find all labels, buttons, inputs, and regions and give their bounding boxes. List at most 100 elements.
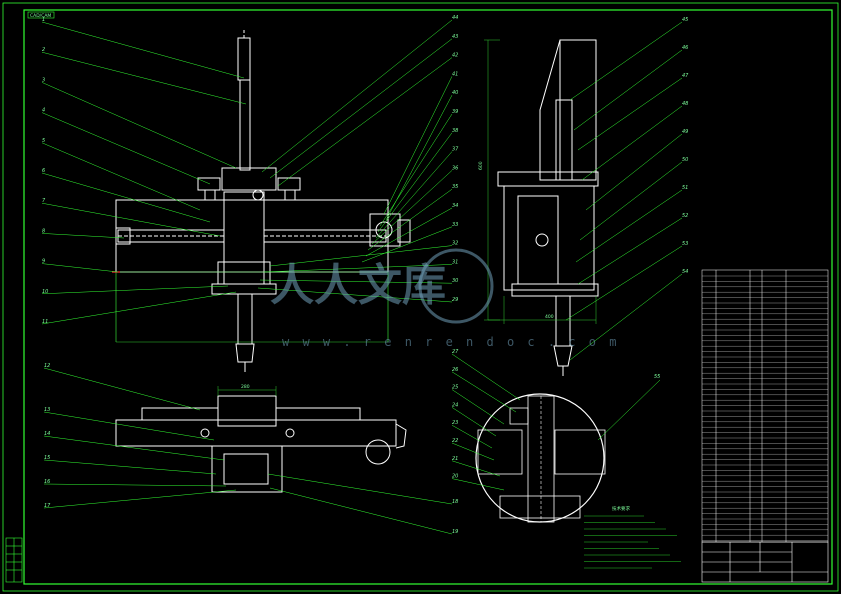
- leader-line: [379, 113, 453, 227]
- leader-line: [367, 188, 453, 251]
- callout-number: 16: [44, 479, 50, 485]
- leader-line: [573, 49, 683, 131]
- front-view-dims: [115, 271, 389, 343]
- leader-line: [41, 172, 211, 223]
- leader-line: [43, 459, 217, 475]
- leader-line: [451, 371, 517, 413]
- callout-number: 49: [682, 129, 688, 135]
- callout-number: 30: [452, 278, 458, 284]
- technical-notes: 技术要求: [584, 505, 681, 569]
- leader-line: [365, 207, 453, 257]
- watermark-brand: 人人文库: [270, 260, 446, 311]
- leader-line: [597, 379, 661, 441]
- leader-line: [577, 217, 683, 285]
- callout-number: 46: [682, 45, 688, 51]
- callout-number: 19: [452, 529, 458, 535]
- leader-line: [451, 442, 495, 461]
- callout-number: 44: [452, 15, 458, 21]
- callout-number: 39: [452, 109, 458, 115]
- svg-text:CAD/CAM: CAD/CAM: [30, 13, 51, 19]
- watermark: 人人文库 w w w . r e n r e n d o c . c o m: [270, 248, 619, 349]
- leader-line: [263, 264, 453, 273]
- callout-number: 6: [42, 168, 45, 174]
- leader-line: [41, 285, 229, 295]
- leader-line: [261, 19, 453, 173]
- callout-number: 2: [42, 47, 45, 53]
- leader-line: [361, 226, 453, 263]
- callout-number: 45: [682, 17, 688, 23]
- parts-list-rows: [702, 275, 828, 541]
- callout-number: 37: [452, 147, 459, 153]
- leader-line: [41, 51, 247, 105]
- leader-line: [41, 82, 237, 169]
- watermark-url: w w w . r e n r e n d o c . c o m: [282, 335, 619, 349]
- callout-number: 31: [452, 259, 458, 265]
- leader-line: [451, 407, 497, 437]
- leader-line: [377, 132, 453, 233]
- leader-line: [43, 435, 225, 461]
- front-view: [115, 30, 411, 372]
- leader-line: [269, 487, 453, 535]
- callout-number: 20: [452, 474, 458, 480]
- dim-side-vertical: 600: [478, 161, 484, 170]
- callout-number: 7: [42, 198, 46, 204]
- callout-number: 36: [452, 165, 458, 171]
- leader-line: [41, 21, 245, 79]
- leader-line: [371, 170, 453, 245]
- callout-number: 4: [42, 108, 45, 114]
- leader-line: [569, 21, 683, 101]
- leader-line: [585, 133, 683, 211]
- callout-number: 43: [452, 34, 458, 40]
- callout-labels: 1234567891011444342414039383736353433323…: [42, 15, 689, 535]
- callout-number: 42: [452, 53, 458, 59]
- callout-number: 9: [42, 259, 45, 265]
- leader-line: [375, 151, 453, 239]
- callout-number: 22: [452, 438, 458, 444]
- side-view-dims: [484, 39, 597, 324]
- callout-number: 41: [452, 71, 458, 77]
- leader-line: [41, 233, 125, 239]
- callout-number: 8: [42, 228, 45, 234]
- callout-number: 17: [44, 503, 51, 509]
- leader-line: [451, 424, 493, 449]
- callout-number: 40: [452, 90, 458, 96]
- leader-line: [41, 291, 237, 325]
- leader-line: [41, 112, 211, 185]
- leader-line: [267, 473, 453, 505]
- callout-number: 53: [682, 241, 688, 247]
- leader-line: [569, 273, 683, 361]
- parts-list-table: [701, 269, 829, 543]
- callout-number: 13: [44, 407, 50, 413]
- callout-number: 52: [682, 213, 688, 219]
- title-block: [701, 541, 829, 583]
- plan-view: [115, 395, 407, 493]
- callout-number: 33: [452, 222, 458, 228]
- detail-callout-tag: 55: [654, 374, 660, 380]
- side-view: [497, 39, 599, 376]
- callout-number: 25: [452, 385, 458, 391]
- callout-number: 29: [452, 297, 458, 303]
- leader-line: [41, 202, 221, 237]
- leader-line: [383, 76, 453, 215]
- leader-line: [579, 161, 683, 241]
- callout-number: 54: [682, 269, 688, 275]
- leader-line: [269, 38, 453, 179]
- leader-line: [41, 142, 201, 211]
- callout-number: 11: [42, 319, 48, 325]
- leader-line: [43, 367, 201, 411]
- leader-line: [451, 460, 501, 477]
- leader-line: [451, 478, 505, 491]
- callout-number: 1: [42, 17, 45, 23]
- callout-number: 3: [42, 77, 45, 83]
- plan-view-dims: [217, 386, 277, 396]
- leader-line: [451, 353, 521, 401]
- leader-line: [277, 57, 453, 187]
- callout-number: 10: [42, 289, 48, 295]
- callout-number: 51: [682, 185, 688, 191]
- leader-line: [575, 189, 683, 263]
- callout-number: 48: [682, 101, 688, 107]
- leader-line: [257, 287, 453, 303]
- callout-number: 18: [452, 499, 458, 505]
